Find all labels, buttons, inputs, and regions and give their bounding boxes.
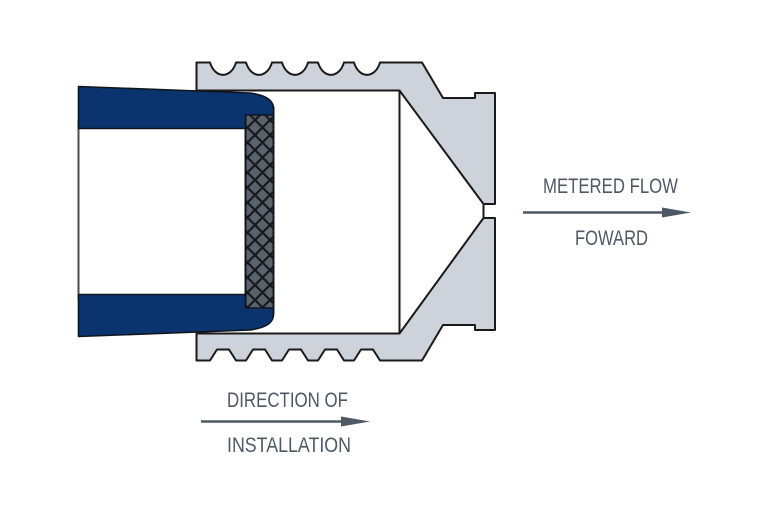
installation-label-line2: INSTALLATION: [227, 434, 351, 457]
metered-flow-label-line2: FOWARD: [575, 227, 648, 250]
installation-arrow-head: [341, 416, 370, 427]
metering-body-lower-half: [195, 217, 496, 362]
metered-flow-arrow-head: [662, 207, 691, 218]
metered-flow-annotation: METERED FLOW FOWARD: [523, 175, 691, 250]
metered-flow-label-line1: METERED FLOW: [543, 175, 678, 198]
metering-body-upper-half: [195, 61, 496, 205]
fitting-upper-wall: [77, 85, 275, 130]
installation-annotation: DIRECTION OF INSTALLATION: [201, 389, 370, 457]
filter-screen-crosshatch: [244, 99, 275, 322]
installation-label-line1: DIRECTION OF: [227, 389, 348, 412]
fitting-lower-wall: [77, 293, 275, 338]
